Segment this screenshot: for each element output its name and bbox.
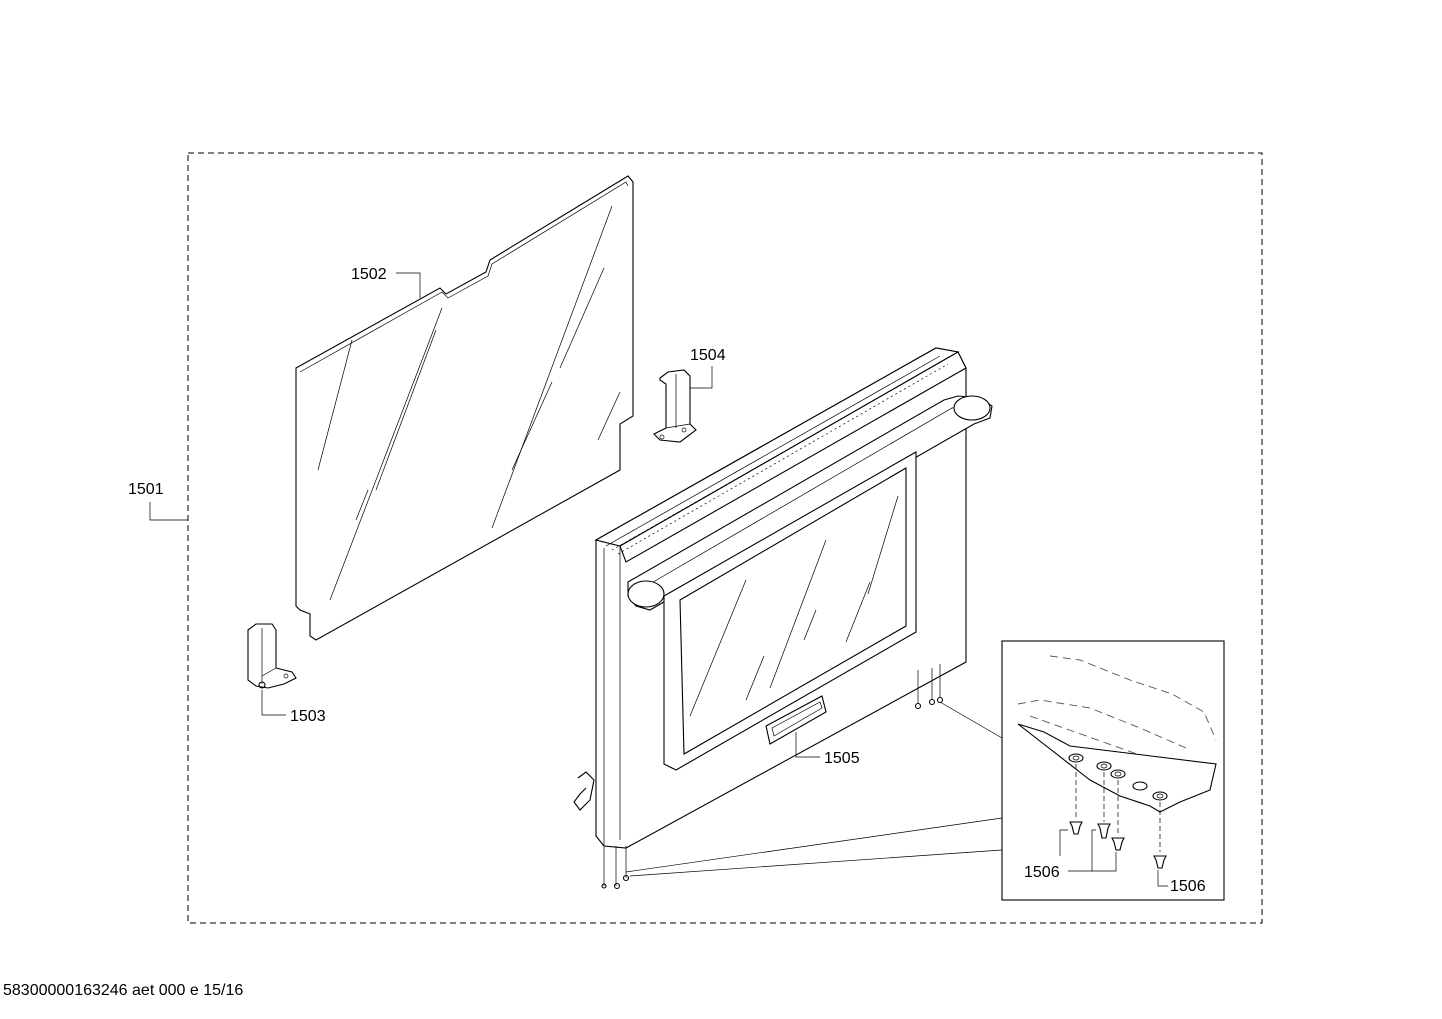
label-1506-b: 1506 [1170,878,1206,895]
callout-1506-a[interactable]: 1506 [1024,829,1117,881]
label-1504: 1504 [690,347,726,364]
callout-1503[interactable]: 1503 [261,690,326,725]
hinge-left[interactable] [247,623,297,689]
inner-glass-pane[interactable] [295,175,634,641]
detail-leaders [625,701,1003,877]
label-1503: 1503 [290,708,326,725]
door-frame[interactable] [573,347,993,890]
callout-1502[interactable]: 1502 [351,266,421,298]
document-footer: 58300000163246 aet 000 e 15/16 [3,982,244,999]
assembly-boundary [187,152,1263,924]
hinge-left-screw-hole [258,681,266,689]
hinge-right[interactable] [653,369,697,443]
callout-1501[interactable]: 1501 [128,481,188,521]
label-1502: 1502 [351,266,387,283]
label-1505: 1505 [824,750,860,767]
callout-1506-b[interactable]: 1506 [1157,870,1206,895]
label-1501: 1501 [128,481,164,498]
detail-inset[interactable] [1001,640,1225,901]
callout-1505[interactable]: 1505 [795,732,860,767]
callout-1504[interactable]: 1504 [690,347,726,389]
screw-icon [1069,821,1167,869]
label-1506-a: 1506 [1024,864,1060,881]
